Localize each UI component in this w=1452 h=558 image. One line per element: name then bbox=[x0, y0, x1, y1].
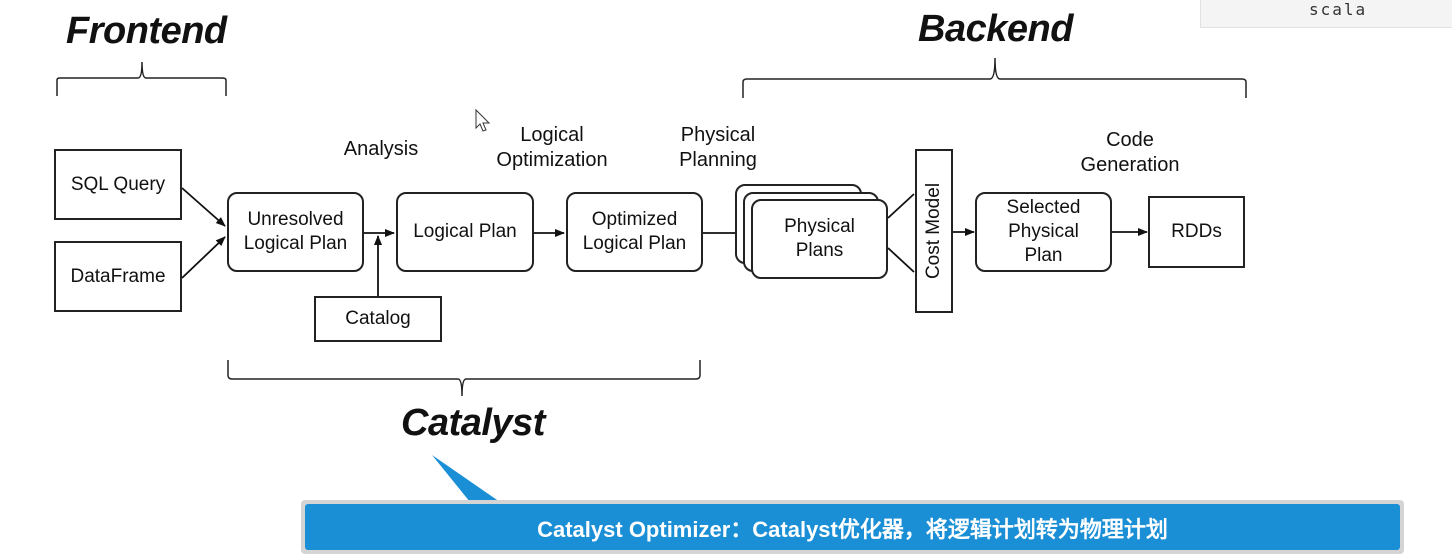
node-rdds: RDDs bbox=[1148, 196, 1245, 268]
cost-model-label: Cost Model bbox=[923, 182, 944, 280]
node-optimized-logical-plan: Optimized Logical Plan bbox=[566, 192, 703, 272]
stage-logical-optimization: Logical Optimization bbox=[496, 124, 608, 171]
frontend-brace bbox=[56, 61, 227, 96]
editor-tab-scala[interactable]: scala bbox=[1200, 0, 1452, 28]
node-logical-plan: Logical Plan bbox=[396, 192, 534, 272]
stage-analysis: Analysis bbox=[343, 138, 419, 160]
catalyst-brace bbox=[227, 360, 701, 397]
stage-physical-planning: Physical Planning bbox=[679, 124, 757, 171]
subtitle-callout-bg bbox=[305, 504, 1400, 550]
node-physical-plans: Physical Plans bbox=[751, 199, 888, 279]
backend-brace bbox=[742, 57, 1247, 98]
node-sql-query: SQL Query bbox=[54, 149, 182, 220]
line-physical-to-costmodel-bottom bbox=[887, 247, 915, 273]
node-cost-model: Cost Model bbox=[915, 149, 953, 313]
subtitle-callout-tail bbox=[432, 455, 500, 502]
arrow-dataframe-to-unresolved bbox=[181, 236, 226, 279]
arrow-sql-to-unresolved bbox=[181, 187, 226, 227]
node-dataframe: DataFrame bbox=[54, 241, 182, 312]
backend-title: Backend bbox=[918, 8, 1073, 50]
node-catalog: Catalog bbox=[314, 296, 442, 342]
node-unresolved-logical-plan: Unresolved Logical Plan bbox=[227, 192, 364, 272]
line-physical-to-costmodel-top bbox=[887, 193, 915, 219]
catalyst-title: Catalyst bbox=[401, 402, 545, 444]
stage-code-generation: Code Generation bbox=[1080, 129, 1180, 176]
frontend-title: Frontend bbox=[66, 10, 227, 52]
node-selected-physical-plan: Selected Physical Plan bbox=[975, 192, 1112, 272]
mouse-cursor-icon bbox=[475, 108, 491, 132]
subtitle-caption: Catalyst Optimizer：Catalyst优化器，将逻辑计划转为物理… bbox=[537, 517, 1168, 542]
